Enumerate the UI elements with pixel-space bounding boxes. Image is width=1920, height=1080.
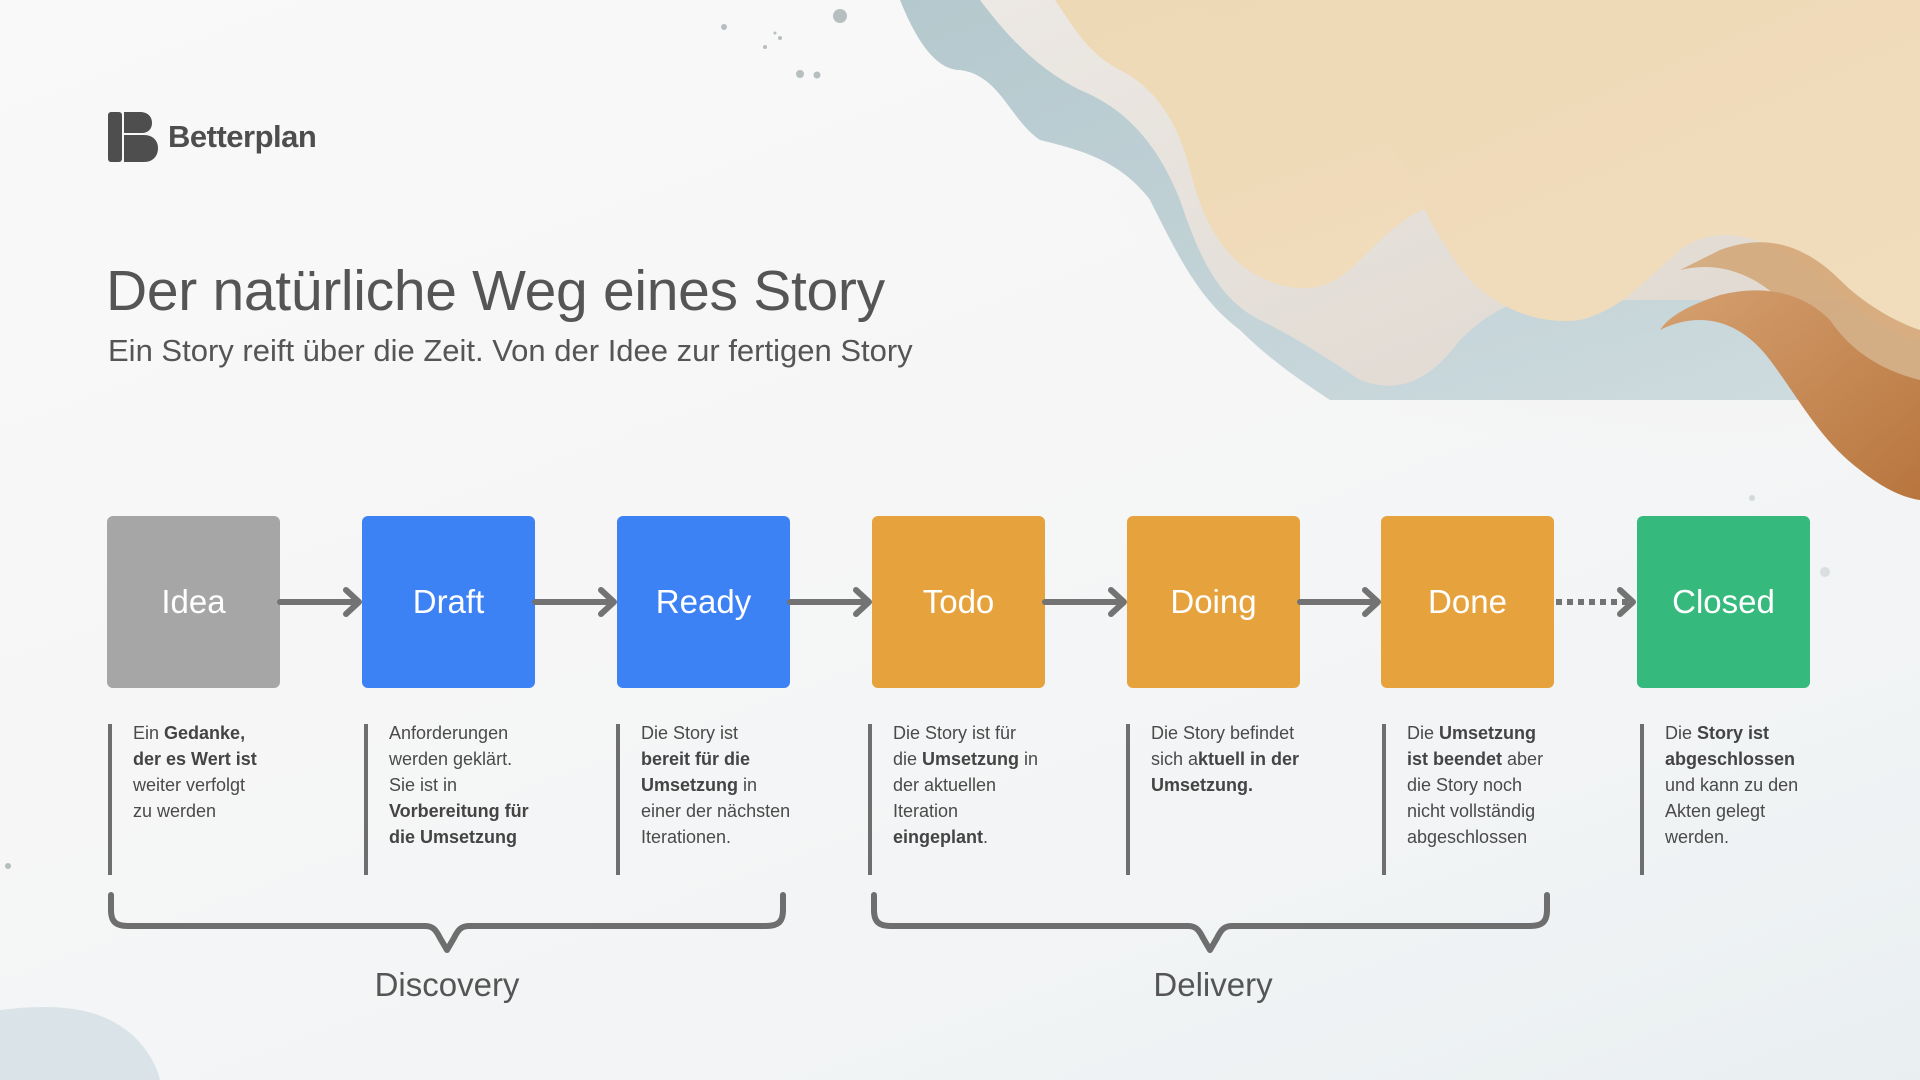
discovery-brace-icon xyxy=(108,892,786,953)
brand-name: Betterplan xyxy=(168,119,317,154)
stage-draft: Draft xyxy=(362,516,535,688)
arrow-right-icon xyxy=(532,587,617,617)
stage-label: Ready xyxy=(655,583,752,620)
page-title: Der natürliche Weg eines Story xyxy=(106,259,885,323)
stage-idea: Idea xyxy=(107,516,280,688)
arrow-right-icon xyxy=(277,587,362,617)
stage-todo: Todo xyxy=(872,516,1045,688)
stage-label: Idea xyxy=(161,583,226,620)
stage-label: Draft xyxy=(412,583,485,620)
delivery-brace-icon xyxy=(871,892,1550,953)
stage-label: Todo xyxy=(922,583,995,620)
stage-label: Doing xyxy=(1170,583,1257,620)
stage-doing: Doing xyxy=(1127,516,1300,688)
stage-label: Closed xyxy=(1672,583,1775,620)
dotted-arrow-right-icon xyxy=(1556,587,1636,617)
stage-ready: Ready xyxy=(617,516,790,688)
phase-label-delivery: Delivery xyxy=(1153,966,1273,1003)
stage-closed: Closed xyxy=(1637,516,1810,688)
phase-label-discovery: Discovery xyxy=(374,966,520,1003)
stage-done: Done xyxy=(1381,516,1554,688)
arrow-right-icon xyxy=(1042,587,1127,617)
brand-logo: Betterplan xyxy=(108,112,317,162)
stage-label: Done xyxy=(1428,583,1507,620)
page-subtitle: Ein Story reift über die Zeit. Von der I… xyxy=(108,333,913,368)
arrow-right-icon xyxy=(787,587,872,617)
betterplan-b-logo-icon xyxy=(108,112,158,162)
arrow-right-icon xyxy=(1297,587,1381,617)
